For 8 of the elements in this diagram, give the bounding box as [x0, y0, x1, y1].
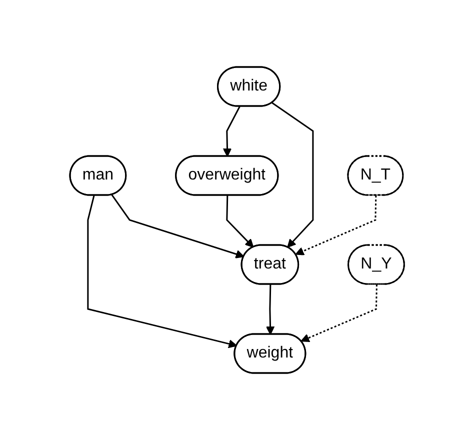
arrow: [266, 284, 275, 334]
arrow: [111, 194, 244, 258]
arrow: [226, 194, 254, 248]
arrow: [300, 284, 378, 342]
arrow: [272, 102, 314, 248]
arrow: [295, 194, 377, 255]
arrow: [87, 194, 238, 348]
arrow: [222, 106, 240, 156]
